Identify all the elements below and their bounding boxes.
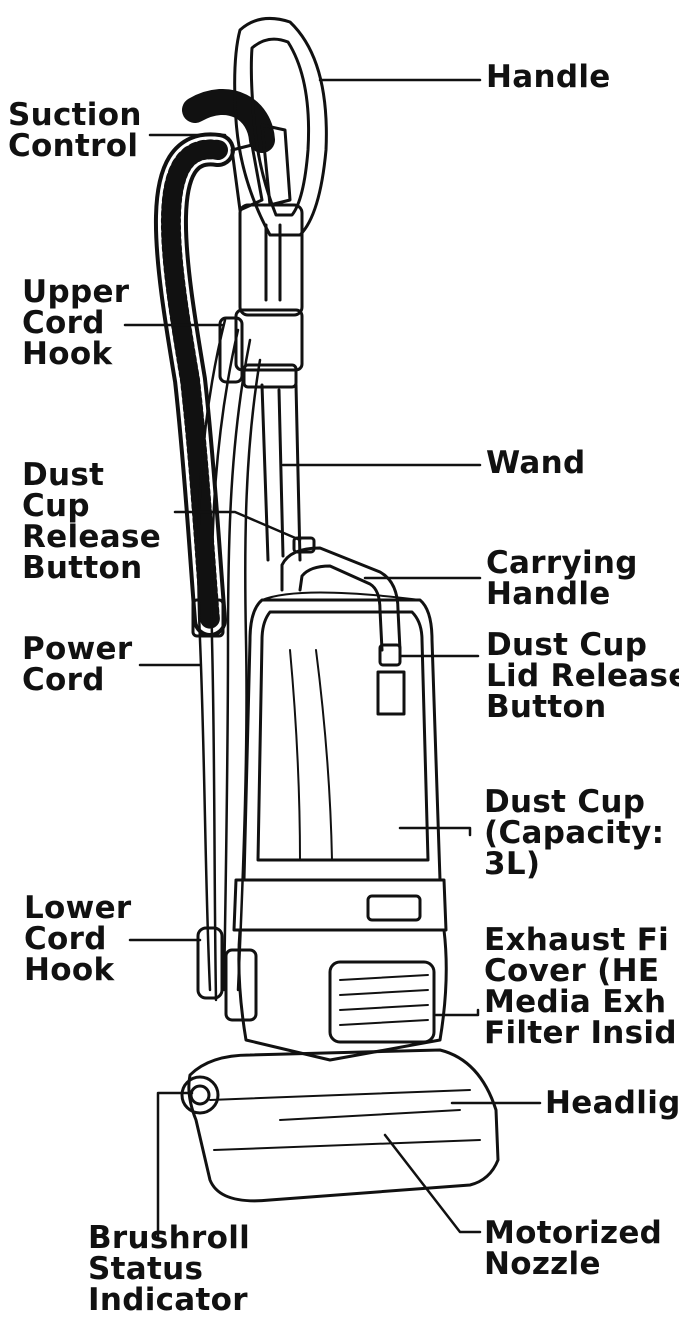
dust-cup-body xyxy=(232,598,448,932)
label-dust-cup-lid-release-button: Dust Cup Lid Release Button xyxy=(486,627,679,725)
cord-wraps xyxy=(191,316,262,1002)
hose xyxy=(154,88,275,637)
label-upper-cord-hook: Upper Cord Hook xyxy=(22,274,130,372)
label-carrying-handle: Carrying Handle xyxy=(486,545,638,612)
label-dust-cup: Dust Cup (Capacity: 3L) xyxy=(484,784,665,882)
nozzle xyxy=(180,1048,500,1203)
label-wand: Wand xyxy=(486,445,586,481)
label-handle: Handle xyxy=(486,59,611,95)
label-power-cord: Power Cord xyxy=(22,631,133,698)
motor-housing xyxy=(224,928,448,1062)
handle-grip xyxy=(230,16,328,389)
wand-tube xyxy=(260,383,302,562)
carrying-handle xyxy=(261,536,421,667)
label-motorized-nozzle: Motorized Nozzle xyxy=(484,1215,663,1282)
label-headlight: Headlig xyxy=(545,1085,679,1121)
label-brushroll-status-indicator: Brushroll Status Indicator xyxy=(88,1220,251,1318)
leader-lines xyxy=(123,78,542,1240)
label-dust-cup-release-button: Dust Cup Release Button xyxy=(22,457,162,586)
label-lower-cord-hook: Lower Cord Hook xyxy=(24,890,132,988)
label-exhaust-filter-cover: Exhaust Fi Cover (HE Media Exh Filter In… xyxy=(484,922,677,1051)
label-suction-control: Suction Control xyxy=(8,97,142,164)
